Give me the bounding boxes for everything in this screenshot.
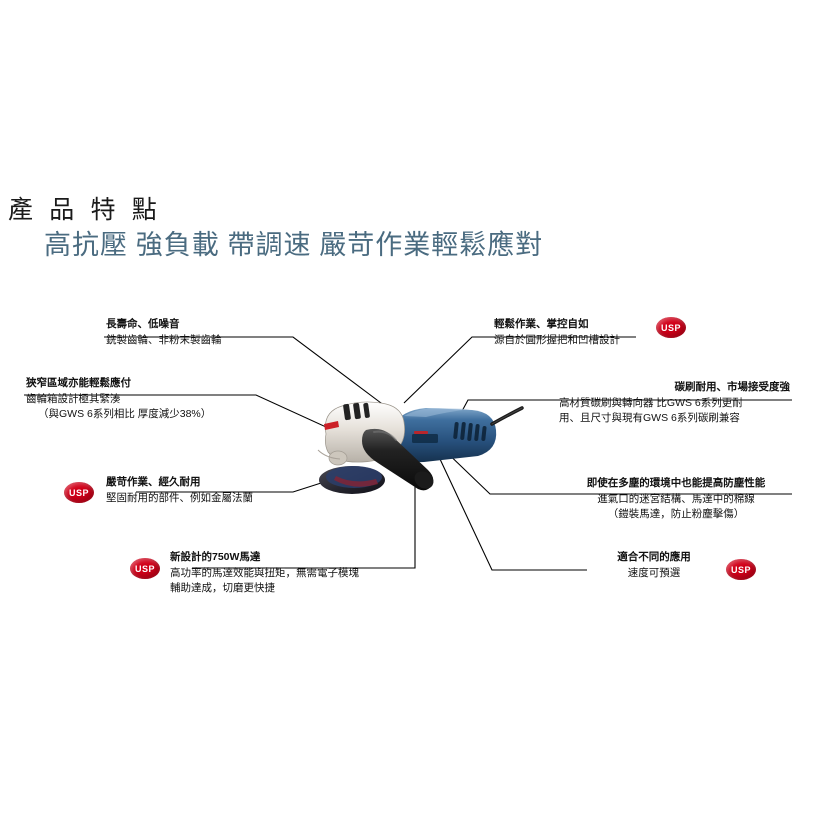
callout-dust-protection: 即使在多塵的環境中也能提高防塵性能 進氣口的迷宮結構、馬達中的棉線 （鎧裝馬達，…: [560, 476, 792, 521]
callout-gear-life-head: 長壽命、低噪音: [106, 318, 180, 330]
usp-badge-label: USP: [134, 563, 155, 574]
housing-highlight: [404, 408, 470, 417]
handle-highlight: [373, 430, 397, 441]
usp-badge-speed-preselect: USP: [726, 559, 756, 580]
callout-carbon-brush: 碳刷耐用、市場接受度強 高材質碳刷與轉向器 比GWS 6系列更耐 用、且尺寸與現…: [557, 380, 792, 425]
spindle-lock-button: [328, 450, 348, 466]
vent-slots: [453, 422, 487, 441]
callout-motor-750w-head: 新設計的750W馬達: [170, 551, 261, 563]
page-title: 產 品 特 點: [8, 197, 162, 224]
callout-compact-gearbox-head: 狹窄區域亦能輕鬆應付: [26, 377, 131, 389]
usp-badge-motor-750w: USP: [130, 558, 160, 579]
callout-durable-parts-head: 嚴苛作業、經久耐用: [106, 476, 201, 488]
motor-housing: [392, 408, 497, 463]
angle-grinder-image: [317, 401, 524, 494]
page-subtitle: 高抗壓 強負載 帶調速 嚴苛作業輕鬆應對: [44, 230, 544, 260]
handle-cap: [414, 471, 434, 489]
brand-accent: [414, 431, 428, 434]
usp-badge-easy-handling: USP: [656, 317, 686, 338]
brand-plate: [412, 434, 438, 443]
usp-badge-label: USP: [730, 564, 751, 575]
callout-gear-life-body: 銑製齒輪、非粉末製齒輪: [106, 334, 222, 346]
callout-speed-preselect-head: 適合不同的應用: [617, 551, 691, 563]
callout-gear-life: 長壽命、低噪音 銑製齒輪、非粉末製齒輪: [104, 317, 304, 347]
callout-compact-gearbox-body2: （與GWS 6系列相比 厚度減少38%）: [38, 408, 212, 420]
head-louvers: [343, 402, 370, 421]
disc-stripe: [334, 476, 378, 487]
callout-carbon-brush-head: 碳刷耐用、市場接受度強: [674, 381, 791, 393]
callout-motor-750w-body: 高功率的馬達效能與扭矩，無需電子模塊: [170, 567, 359, 579]
callout-motor-750w: 新設計的750W馬達 高功率的馬達效能與扭矩，無需電子模塊 輔助達成，切磨更快捷: [168, 550, 398, 595]
callout-motor-750w-body2: 輔助達成，切磨更快捷: [170, 582, 275, 594]
callout-easy-handling-body: 源自於圓形握把和凹槽設計: [494, 334, 620, 346]
usp-badge-label: USP: [660, 322, 681, 333]
callout-carbon-brush-body: 高材質碳刷與轉向器 比GWS 6系列更耐: [559, 397, 743, 409]
callout-compact-gearbox: 狹窄區域亦能輕鬆應付 齒輪箱設計極其緊湊 （與GWS 6系列相比 厚度減少38%…: [24, 376, 239, 421]
callout-carbon-brush-body2: 用、且尺寸與現有GWS 6系列碳刷兼容: [559, 412, 740, 424]
callout-speed-preselect-body: 速度可預選: [627, 567, 681, 579]
callout-compact-gearbox-body: 齒輪箱設計極其緊湊: [26, 393, 121, 405]
heading-block: 產 品 特 點 高抗壓 強負載 帶調速 嚴苛作業輕鬆應對: [0, 196, 816, 262]
callout-durable-parts: 嚴苛作業、經久耐用 堅固耐用的部件、例如金屬法蘭: [104, 475, 294, 505]
flange-detail: [317, 449, 341, 460]
usp-badge-durable-parts: USP: [64, 482, 94, 503]
callout-easy-handling: 輕鬆作業、掌控自如 源自於圓形握把和凹槽設計: [492, 317, 642, 347]
callout-dust-protection-head: 即使在多塵的環境中也能提高防塵性能: [586, 477, 766, 489]
callout-dust-protection-body2: （鎧裝馬達，防止粉塵擊傷）: [607, 508, 745, 520]
callout-speed-preselect: 適合不同的應用 速度可預選: [588, 550, 720, 580]
cord-highlight: [491, 407, 523, 425]
callout-durable-parts-body: 堅固耐用的部件、例如金屬法蘭: [106, 492, 253, 504]
usp-badge-label: USP: [68, 487, 89, 498]
red-switch: [324, 421, 339, 430]
callout-easy-handling-head: 輕鬆作業、掌控自如: [494, 318, 589, 330]
callout-dust-protection-body: 進氣口的迷宮結構、馬達中的棉線: [597, 493, 755, 505]
